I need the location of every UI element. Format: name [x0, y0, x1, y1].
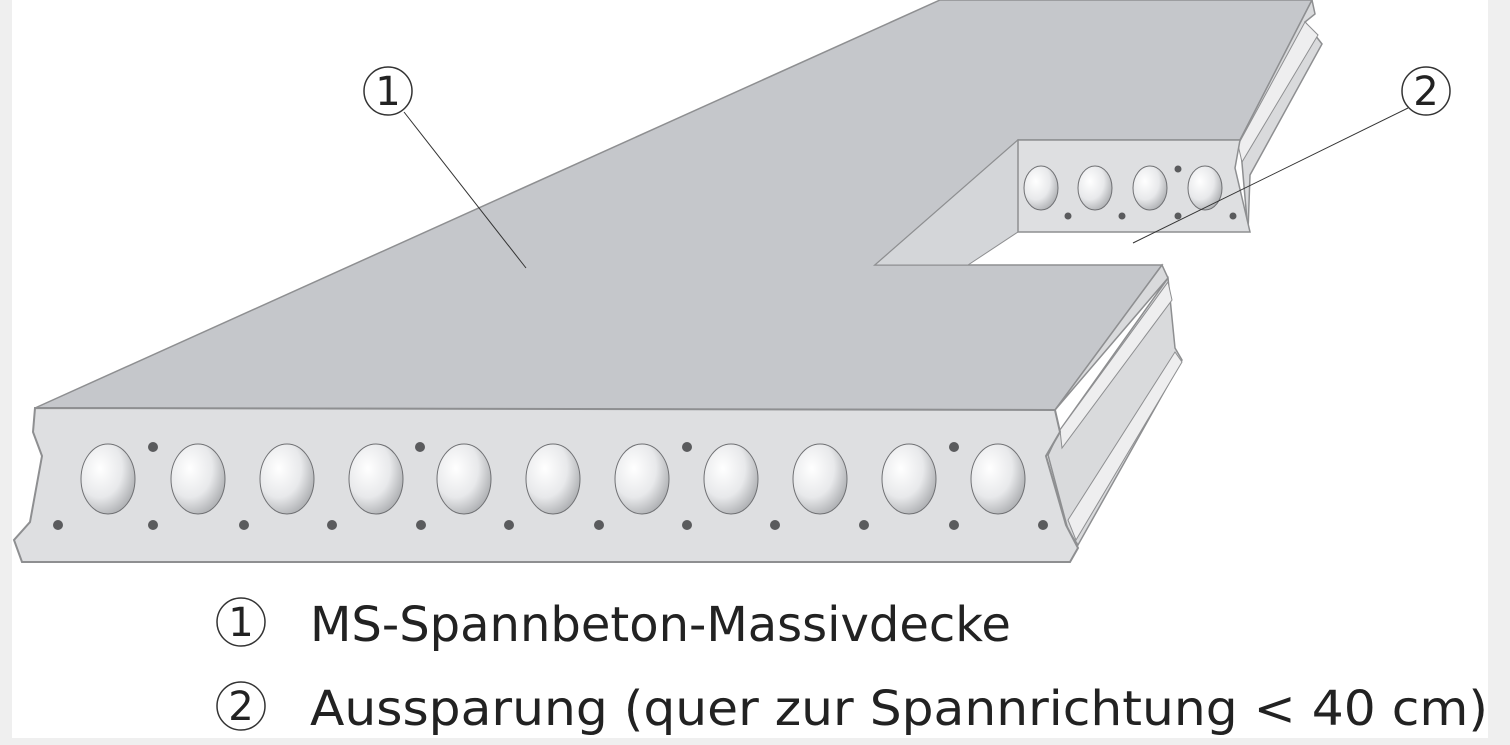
tendon-dot: [415, 442, 425, 452]
tendon-dot: [1038, 520, 1048, 530]
legend-item-2: 2 Aussparung (quer zur Spannrichtung < 4…: [216, 681, 1488, 737]
callout-1-marker: 1: [363, 66, 413, 116]
tendon-dot: [770, 520, 780, 530]
hollow-core: [1132, 165, 1168, 211]
tendon-dot: [949, 442, 959, 452]
legend-1-number: 1: [228, 600, 253, 646]
callout-2-marker: 2: [1401, 66, 1451, 116]
front-slab-holes: [80, 443, 1026, 515]
tendon-dot: [949, 520, 959, 530]
hollow-core: [614, 443, 670, 515]
legend-1-label: MS-Spannbeton-Massivdecke: [310, 597, 1011, 653]
legend: 1 MS-Spannbeton-Massivdecke 2 Aussparung…: [216, 597, 1488, 737]
tendon-dot: [53, 520, 63, 530]
hollow-core: [881, 443, 937, 515]
hollow-core: [1023, 165, 1059, 211]
hollow-core: [170, 443, 226, 515]
tendon-dot: [239, 520, 249, 530]
front-slab-side-lower: [1067, 351, 1183, 542]
hollow-core: [792, 443, 848, 515]
hollow-core: [970, 443, 1026, 515]
legend-2-number: 2: [228, 684, 253, 730]
tendon-dot: [1174, 212, 1182, 220]
far-slab-tendons: [1064, 165, 1237, 220]
legend-item-1: 1 MS-Spannbeton-Massivdecke: [216, 597, 1011, 653]
tendon-dot: [1118, 212, 1126, 220]
hollow-core: [436, 443, 492, 515]
legend-2-label: Aussparung (quer zur Spannrichtung < 40 …: [310, 681, 1488, 737]
callout-1-leader: [403, 111, 527, 269]
callout-2-number: 2: [1413, 69, 1438, 115]
hollow-core: [80, 443, 136, 515]
hollow-core: [259, 443, 315, 515]
tendon-dot: [1174, 165, 1182, 173]
callout-2-leader: [1132, 107, 1409, 244]
tendon-dot: [148, 442, 158, 452]
tendon-dot: [148, 520, 158, 530]
tendon-dot: [859, 520, 869, 530]
callout-1-number: 1: [375, 69, 400, 115]
far-slab-holes: [1023, 165, 1223, 211]
front-slab-tendons: [53, 442, 1048, 530]
tendon-dot: [504, 520, 514, 530]
tendon-dot: [1064, 212, 1072, 220]
tendon-dot: [416, 520, 426, 530]
tendon-dot: [682, 520, 692, 530]
hollow-core: [1187, 165, 1223, 211]
hollow-core: [348, 443, 404, 515]
tendon-dot: [1229, 212, 1237, 220]
tendon-dot: [682, 442, 692, 452]
tendon-dot: [594, 520, 604, 530]
hollow-core: [1077, 165, 1113, 211]
hollow-core: [703, 443, 759, 515]
far-slab-side-groove: [1237, 21, 1319, 164]
tendon-dot: [327, 520, 337, 530]
hollow-core: [525, 443, 581, 515]
front-slab-side-groove: [1059, 280, 1173, 450]
